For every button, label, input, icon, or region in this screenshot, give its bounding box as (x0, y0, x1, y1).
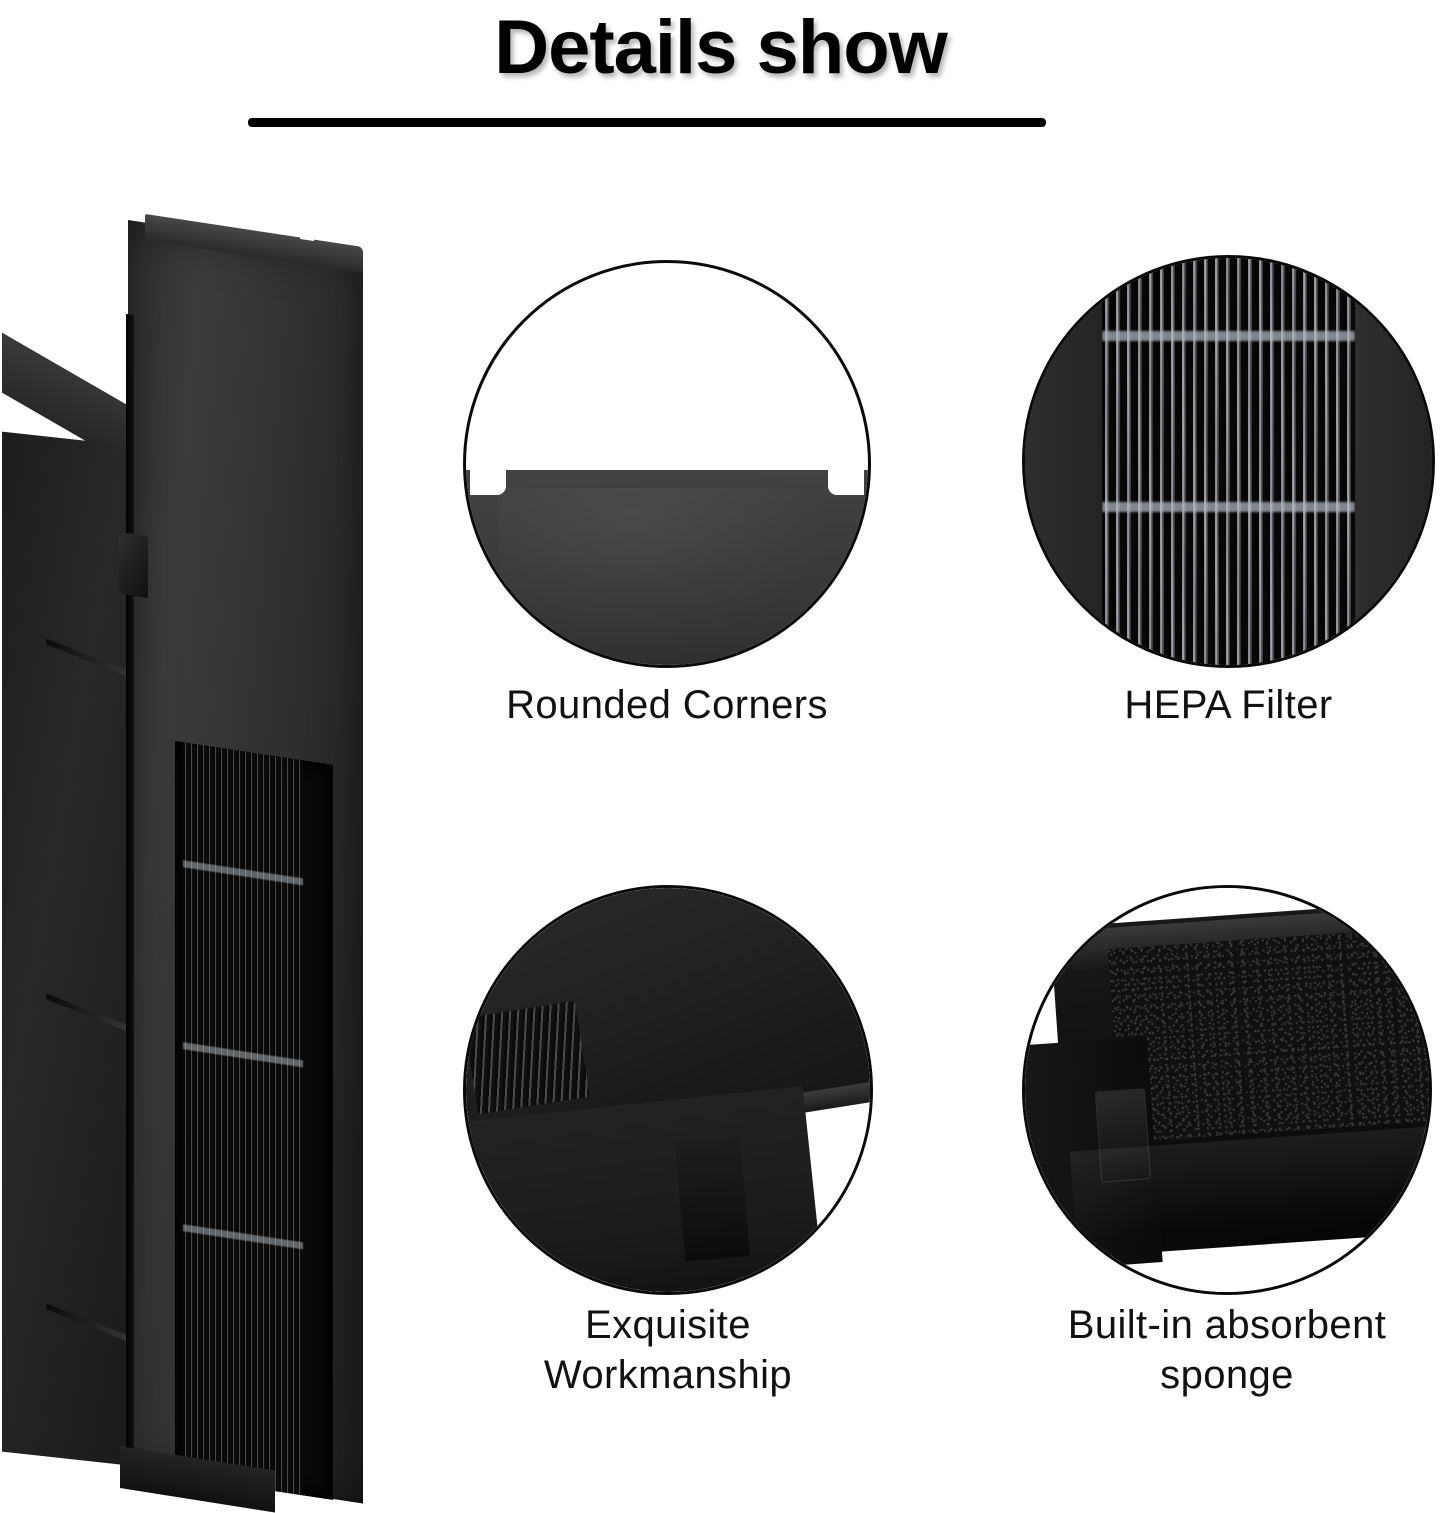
callout-circle-hepa-filter (1022, 255, 1435, 668)
hepa-separator-band (1102, 502, 1355, 512)
hepa-frame-right (1354, 258, 1432, 665)
frame-pleated-media (466, 1000, 591, 1115)
product-side-rib (46, 1303, 138, 1346)
corner-notch-left (470, 470, 507, 495)
callout-built-in-absorbent-sponge: Built-in absorbent sponge (1022, 885, 1432, 1397)
product-latch-tab (118, 531, 148, 599)
callout-caption-hepa-filter: HEPA Filter (1124, 683, 1333, 727)
product-side-rib (46, 993, 138, 1036)
callout-caption-exquisite-workmanship: Exquisite Workmanship (463, 1300, 873, 1400)
callout-caption-rounded-corners: Rounded Corners (506, 683, 828, 727)
callout-rounded-corners: Rounded Corners (463, 260, 871, 727)
page-title: Details show (494, 5, 948, 90)
hepa-pleated-media (1102, 258, 1355, 665)
caption-line: Exquisite (585, 1303, 751, 1347)
product-edge-seam (126, 314, 134, 1465)
corner-notch-right (827, 470, 864, 495)
header: Details show (0, 0, 1441, 150)
caption-line: Built-in absorbent (1067, 1303, 1387, 1347)
product-pleated-media (183, 742, 303, 1496)
callout-circle-absorbent-sponge (1022, 885, 1432, 1295)
callout-circle-exquisite-workmanship (463, 885, 873, 1295)
hepa-fiber-texture (1102, 258, 1355, 665)
caption-line: Workmanship (543, 1353, 793, 1397)
filter-top-edge (466, 470, 868, 665)
product-hero-image (0, 214, 400, 1513)
callout-hepa-filter: HEPA Filter (1022, 255, 1435, 727)
frame-front-body (466, 1086, 827, 1292)
callout-circle-rounded-corners (463, 260, 871, 668)
frame-tab (674, 1135, 750, 1263)
product-media-window (175, 741, 333, 1500)
callout-caption-absorbent-sponge: Built-in absorbent sponge (1022, 1300, 1432, 1400)
surface-sheen (498, 488, 836, 649)
product-side-wall (2, 431, 138, 1467)
callout-exquisite-workmanship: Exquisite Workmanship (463, 885, 873, 1397)
title-divider (248, 118, 1046, 127)
absorbent-foam-sponge (1107, 923, 1429, 1144)
product-side-rib (46, 638, 138, 681)
product-top-notch (300, 218, 314, 242)
hepa-separator-band (1102, 331, 1355, 342)
hepa-frame-left (1025, 258, 1103, 665)
caption-line: sponge (1160, 1353, 1294, 1397)
